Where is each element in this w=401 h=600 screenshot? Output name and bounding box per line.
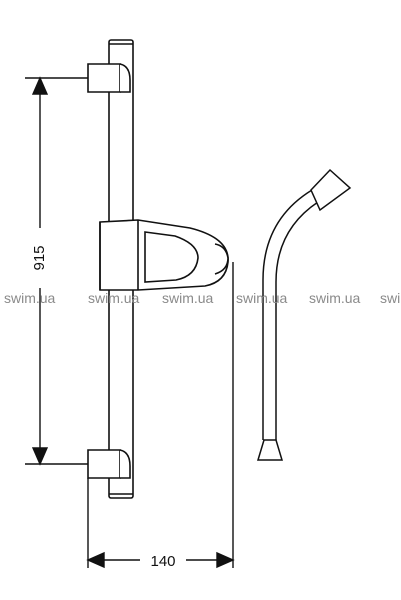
height-dimension (25, 76, 88, 466)
top-wall-bracket (87, 63, 131, 93)
watermark-text: swim.ua (162, 290, 214, 306)
width-dimension (86, 262, 235, 569)
watermark-text-partial: swi (380, 290, 400, 306)
watermark-text: swim.ua (236, 290, 288, 306)
height-label: 915 (31, 245, 48, 270)
handshower-holder (99, 219, 229, 291)
bottom-wall-bracket (87, 449, 131, 479)
watermark-row: swim.ua swim.ua swim.ua swim.ua swim.ua … (4, 290, 400, 306)
width-label: 140 (150, 553, 175, 570)
watermark-text: swim.ua (88, 290, 140, 306)
watermark-text: swim.ua (4, 290, 56, 306)
watermark-text: swim.ua (309, 290, 361, 306)
shower-hose (256, 168, 352, 461)
